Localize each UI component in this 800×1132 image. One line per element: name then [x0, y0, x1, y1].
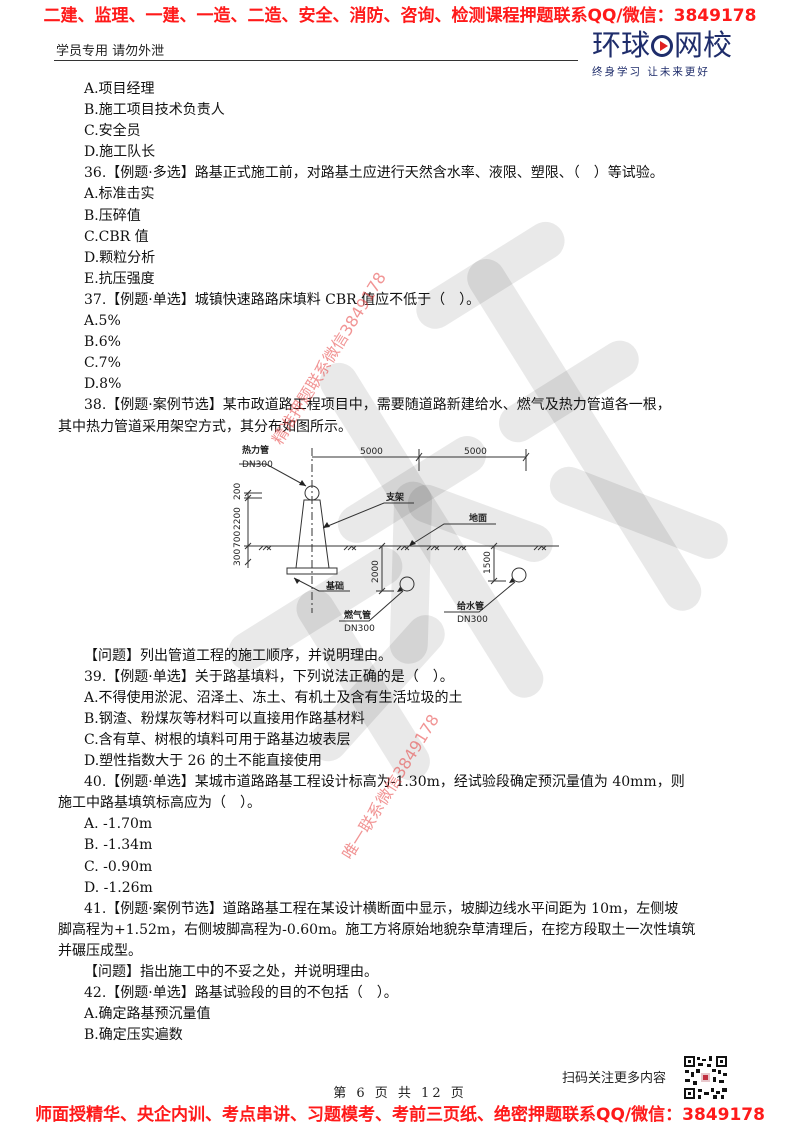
q40-option-c: C. -0.90m: [84, 858, 153, 875]
q36-option-d: D.颗粒分析: [84, 249, 156, 266]
q37-option-d: D.8%: [84, 376, 122, 393]
logo-wordmark: 环球网校: [592, 28, 733, 62]
label-water-pipe-size: DN300: [457, 615, 488, 625]
q40-stem-line2: 施工中路基填筑标高应为（ ）。: [58, 795, 261, 812]
pipeline-layout-diagram: 热力管 DN300 5000 5000 支架 地面 基础 燃气管 DN300 给…: [214, 438, 574, 646]
label-water-pipe: 给水管: [457, 600, 484, 612]
dim-v-300: 300: [233, 548, 243, 565]
label-foundation: 基础: [325, 580, 344, 592]
q42-stem: 42.【例题·单选】路基试验段的目的不包括（ ）。: [84, 985, 398, 1002]
q36-option-b: B.压碎值: [84, 207, 141, 224]
dim-gas-depth: 2000: [371, 559, 381, 582]
dim-v-700: 700: [233, 530, 243, 547]
q37-stem: 37.【例题·单选】城镇快速路路床填料 CBR 值应不低于（ ）。: [84, 291, 481, 308]
q40-option-b: B. -1.34m: [84, 837, 153, 854]
q40-option-d: D. -1.26m: [84, 879, 153, 896]
label-gas-pipe: 燃气管: [344, 609, 371, 621]
q42-option-b: B.确定压实遍数: [84, 1027, 183, 1044]
q35-option-a: A.项目经理: [84, 81, 155, 97]
q41-stem-line2: 脚高程为+1.52m，右侧坡脚高程为-0.60m。施工方将原始地貌杂草清理后，在…: [58, 921, 696, 938]
q38-question: 【问题】列出管道工程的施工顺序，并说明理由。: [84, 647, 392, 664]
q36-stem: 36.【例题·多选】路基正式施工前，对路基土应进行天然含水率、液限、塑限、（ ）…: [84, 165, 664, 182]
q37-option-b: B.6%: [84, 334, 121, 351]
qr-code-icon[interactable]: [683, 1055, 728, 1100]
q39-option-d: D.塑性指数大于 26 的土不能直接使用: [84, 753, 322, 770]
document-body: A.项目经理 B.施工项目技术负责人 C.安全员 D.施工队长 36.【例题·多…: [58, 79, 774, 1046]
q36-option-a: A.标准击实: [84, 186, 155, 203]
logo-slogan: 终身学习 让未来更好: [592, 66, 710, 78]
q39-option-a: A.不得使用淤泥、沼泽土、冻土、有机土及含有生活垃圾的土: [84, 689, 463, 706]
page-number: 第 6 页 共 12 页: [333, 1086, 467, 1101]
footer-scan-prompt: 扫码关注更多内容: [562, 1071, 667, 1086]
q39-stem: 39.【例题·单选】关于路基填料，下列说法正确的是（ ）。: [84, 668, 454, 685]
dim-span-1: 5000: [360, 447, 383, 457]
q38-stem-line2: 其中热力管道采用架空方式，其分布如图所示。: [58, 418, 352, 435]
label-gas-pipe-size: DN300: [344, 624, 375, 634]
play-circle-icon: [651, 35, 674, 57]
q39-option-c: C.含有草、树根的填料可用于路基边坡表层: [84, 731, 351, 748]
dim-span-2: 5000: [464, 447, 487, 457]
top-promo-banner: 二建、监理、一建、一造、二造、安全、消防、咨询、检测课程押题联系QQ/微信：38…: [43, 6, 757, 26]
label-heat-pipe-size: DN300: [242, 460, 273, 470]
q36-option-c: C.CBR 值: [84, 228, 149, 245]
q35-option-b: B.施工项目技术负责人: [84, 102, 225, 119]
brand-logo: 环球网校 终身学习 让未来更好: [592, 28, 737, 84]
q40-option-a: A. -1.70m: [84, 816, 153, 833]
pipeline-cross-section-icon: 热力管 DN300 5000 5000 支架 地面 基础 燃气管 DN300 给…: [233, 444, 559, 634]
q37-option-c: C.7%: [84, 355, 121, 372]
dim-v-2200: 2200: [233, 506, 243, 529]
q35-option-c: C.安全员: [84, 123, 141, 140]
header-divider: [54, 60, 578, 61]
q42-option-a: A.确定路基预沉量值: [84, 1006, 211, 1023]
dim-water-depth: 1500: [483, 550, 493, 573]
q41-stem-line3: 并碾压成型。: [58, 942, 142, 959]
q40-stem-line1: 40.【例题·单选】某城市道路路基工程设计标高为-1.30m，经试验段确定预沉量…: [84, 774, 685, 791]
q41-question: 【问题】指出施工中的不妥之处，并说明理由。: [84, 964, 378, 980]
label-support: 支架: [385, 491, 404, 503]
q35-option-d: D.施工队长: [84, 144, 156, 161]
label-heat-pipe: 热力管: [242, 444, 269, 456]
label-ground: 地面: [469, 512, 487, 524]
q39-option-b: B.钢渣、粉煤灰等材料可以直接用作路基材料: [84, 710, 365, 727]
header-confidential-label: 学员专用 请勿外泄: [56, 44, 165, 59]
q36-option-e: E.抗压强度: [84, 270, 155, 287]
q38-stem-line1: 38.【例题·案例节选】某市政道路工程项目中，需要随道路新建给水、燃气及热力管道…: [84, 397, 671, 414]
dim-v-200: 200: [233, 482, 243, 499]
q37-option-a: A.5%: [84, 313, 121, 330]
bottom-promo-banner: 师面授精华、央企内训、考点串讲、习题模考、考前三页纸、绝密押题联系QQ/微信：3…: [35, 1105, 765, 1125]
q41-stem-line1: 41.【例题·案例节选】道路路基工程在某设计横断面中显示，坡脚边线水平间距为 1…: [84, 900, 679, 917]
